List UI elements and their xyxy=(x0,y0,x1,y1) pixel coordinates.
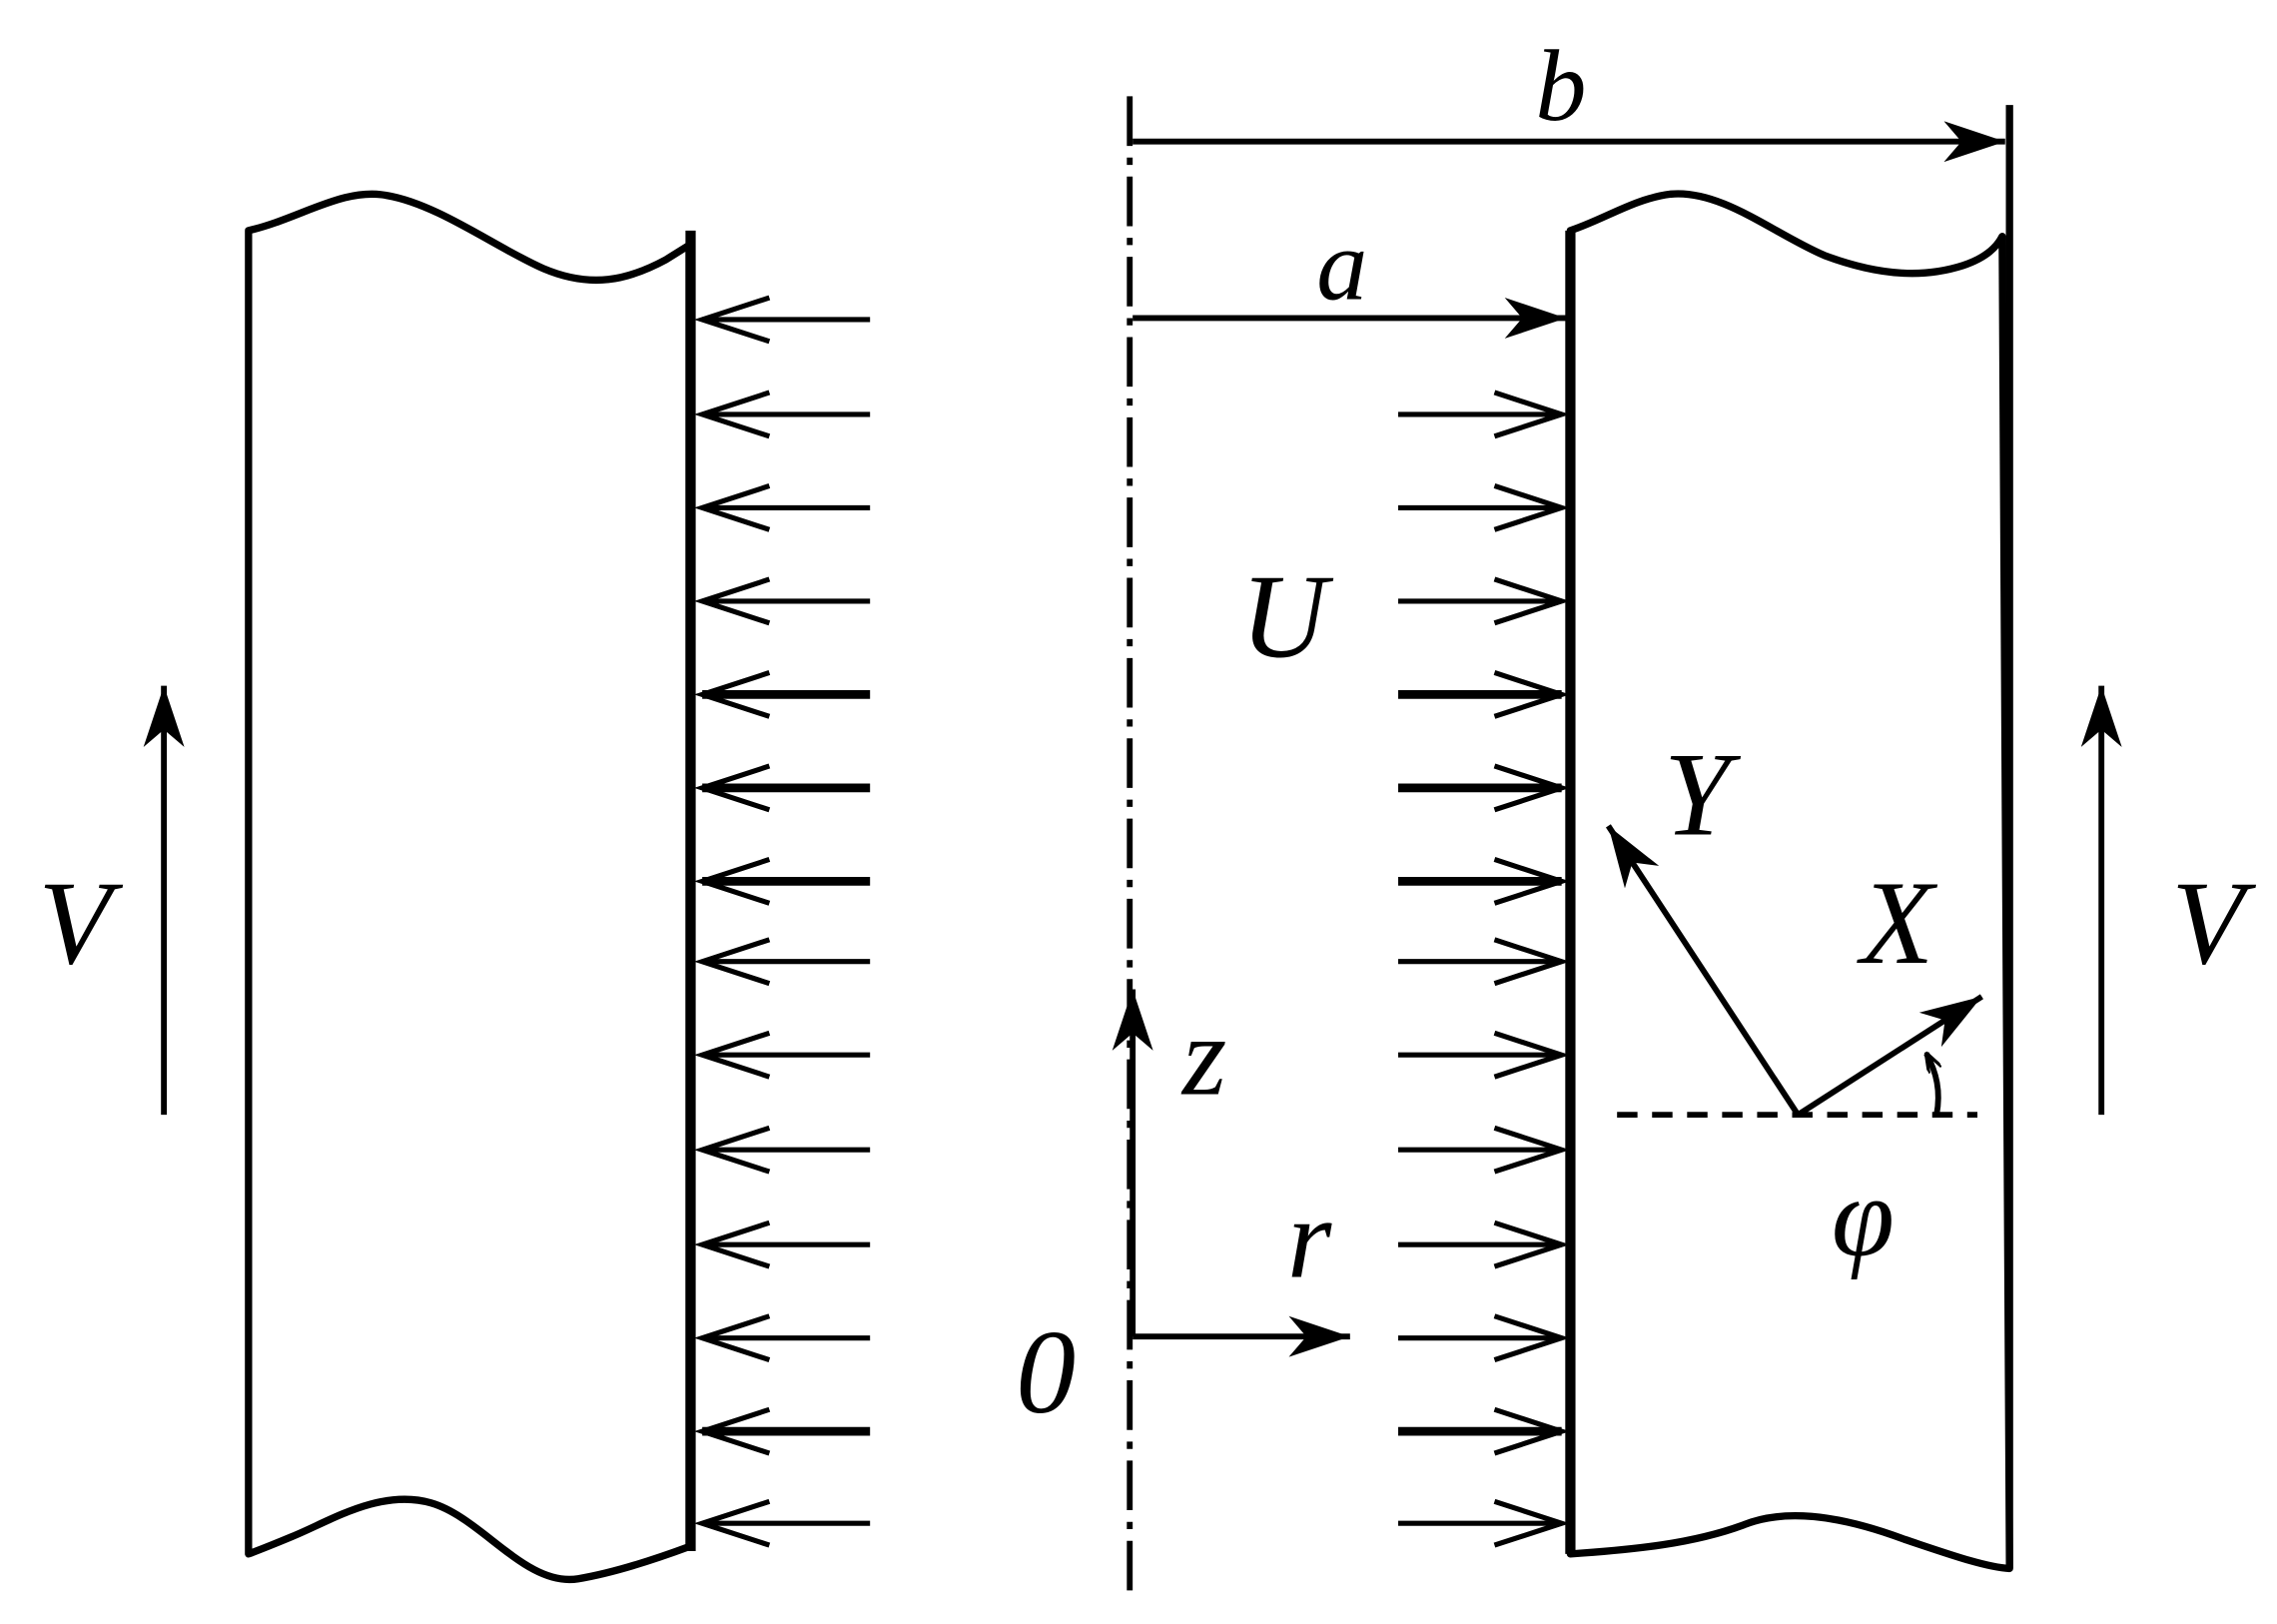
left-flow-arrow-2 xyxy=(693,390,871,439)
label-z: z xyxy=(1180,993,1226,1120)
left-flow-arrow-8 xyxy=(693,937,871,987)
left-flow-arrow-14 xyxy=(693,1498,871,1548)
right-flow-arrow-8 xyxy=(1398,937,1570,987)
left-flow-arrow-12 xyxy=(693,1313,871,1363)
label-U: U xyxy=(1240,549,1333,682)
left-flow-arrow-7 xyxy=(693,857,871,906)
left-flow-arrow-6 xyxy=(693,763,871,813)
right-flow-arrows xyxy=(1398,390,1570,1548)
right-flow-arrow-4 xyxy=(1398,576,1570,626)
right-flow-arrow-14 xyxy=(1398,1498,1570,1548)
right-flow-arrow-12 xyxy=(1398,1313,1570,1363)
label-a: a xyxy=(1316,209,1367,322)
right-flow-arrow-5 xyxy=(1398,670,1570,719)
label-Y: Y xyxy=(1664,728,1742,861)
label-V-right: V xyxy=(2171,856,2256,989)
left-flow-arrow-9 xyxy=(693,1030,871,1080)
label-origin: 0 xyxy=(1016,1305,1076,1438)
left-flow-arrows xyxy=(693,295,871,1548)
phi-angle-arc xyxy=(1926,1054,1938,1116)
Y-axis-arrow xyxy=(1605,824,1801,1117)
left-wall xyxy=(245,190,693,1584)
left-flow-arrow-10 xyxy=(693,1125,871,1175)
label-r: r xyxy=(1287,1175,1332,1301)
right-flow-arrow-11 xyxy=(1398,1219,1570,1269)
right-flow-arrow-10 xyxy=(1398,1125,1570,1175)
right-flow-arrow-13 xyxy=(1398,1406,1570,1456)
left-flow-arrow-5 xyxy=(693,670,871,719)
right-flow-arrow-7 xyxy=(1398,857,1570,906)
left-flow-arrow-13 xyxy=(693,1406,871,1456)
label-phi: φ xyxy=(1832,1153,1895,1279)
right-flow-arrow-6 xyxy=(1398,763,1570,813)
left-flow-arrow-11 xyxy=(693,1219,871,1269)
left-flow-arrow-3 xyxy=(693,483,871,532)
label-b: b xyxy=(1535,30,1586,143)
right-flow-arrow-9 xyxy=(1398,1030,1570,1080)
right-flow-arrow-2 xyxy=(1398,390,1570,439)
label-V-left: V xyxy=(38,856,123,989)
left-flow-arrow-4 xyxy=(693,576,871,626)
left-flow-arrow-1 xyxy=(693,295,871,345)
right-flow-arrow-3 xyxy=(1398,483,1570,532)
X-axis-arrow xyxy=(1796,994,1983,1118)
right-wall xyxy=(1566,190,2013,1573)
label-X: X xyxy=(1857,856,1938,989)
